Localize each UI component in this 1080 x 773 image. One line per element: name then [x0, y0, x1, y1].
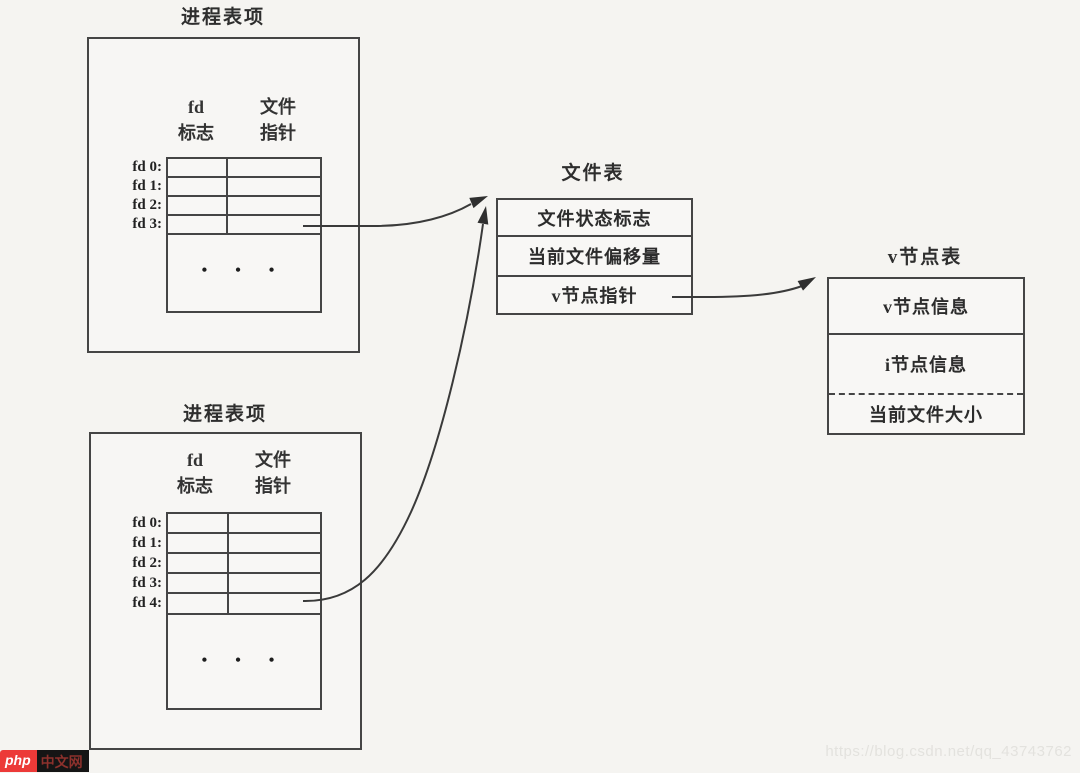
ellipsis-dots: • • •: [201, 262, 287, 279]
ellipsis-dots: • • •: [201, 652, 287, 669]
row-line: [168, 214, 320, 216]
arrowhead: [797, 277, 816, 291]
file-pointer-header-line2: 指针: [260, 123, 296, 143]
file-table-box: 文件状态标志 当前文件偏移量 v节点指针: [496, 198, 693, 315]
fd-flags-header-line1: fd: [187, 97, 204, 117]
php-logo-text: php: [0, 750, 37, 772]
row-line: [168, 176, 320, 178]
arrow-vnode-pointer-to-vnode-table: [672, 277, 816, 298]
file-pointer-header-line1: 文件: [255, 450, 291, 470]
process-table-top-title: 进程表项: [180, 7, 265, 28]
file-table-row-vnode-pointer: v节点指针: [551, 286, 638, 306]
row-line: [168, 613, 320, 615]
row-line: [168, 532, 320, 534]
vnode-row-current-file-size: 当前文件大小: [869, 405, 983, 425]
fd-label: fd 3:: [132, 216, 162, 232]
arrowhead: [477, 206, 489, 225]
file-table-row-current-offset: 当前文件偏移量: [498, 237, 691, 277]
arrowhead: [469, 196, 488, 209]
fd-flags-header-line2: 标志: [177, 476, 213, 496]
file-pointer-header-line2: 指针: [255, 476, 291, 496]
fd-flags-header-line1: fd: [186, 450, 203, 470]
row-line: [168, 592, 320, 594]
process-table-bottom-title: 进程表项: [182, 404, 267, 425]
file-pointer-header-bottom: 文件指针: [233, 447, 313, 499]
fd-label: fd 2:: [132, 197, 162, 213]
file-table-row-status-flags: 文件状态标志: [498, 200, 691, 237]
file-table-title: 文件表: [561, 163, 625, 184]
php-cn-logo: php 中文网: [0, 750, 89, 772]
php-logo-suffix: 中文网: [36, 750, 89, 772]
fd-label: fd 0:: [132, 159, 162, 175]
file-pointer-header-line1: 文件: [260, 97, 296, 117]
fd-label: fd 1:: [132, 535, 162, 551]
fd-table-top: • • •: [166, 157, 322, 313]
fd-flags-header-line2: 标志: [178, 123, 214, 143]
vnode-table-box: v节点信息 i节点信息 当前文件大小: [827, 277, 1025, 435]
fd-column-divider: [227, 514, 229, 615]
csdn-url-watermark: https://blog.csdn.net/qq_43743762: [825, 743, 1072, 760]
fd-label: fd 2:: [132, 555, 162, 571]
vnode-row-inode-info: i节点信息: [829, 335, 1023, 395]
vnode-table-title: v节点表: [887, 247, 963, 268]
fd-label: fd 0:: [132, 515, 162, 531]
fd-column-divider: [226, 159, 228, 235]
fd-table-bottom: • • •: [166, 512, 322, 710]
fd-label: fd 3:: [132, 575, 162, 591]
row-line: [168, 233, 320, 235]
file-pointer-header-top: 文件指针: [238, 94, 318, 146]
row-line: [168, 572, 320, 574]
fd-label: fd 4:: [132, 595, 162, 611]
fd-flags-header-top: fd 标志: [156, 94, 236, 146]
fd-label: fd 1:: [132, 178, 162, 194]
row-line: [168, 552, 320, 554]
fd-flags-header-bottom: fd 标志: [155, 447, 235, 499]
vnode-row-vnode-info: v节点信息: [829, 279, 1023, 335]
row-line: [168, 195, 320, 197]
